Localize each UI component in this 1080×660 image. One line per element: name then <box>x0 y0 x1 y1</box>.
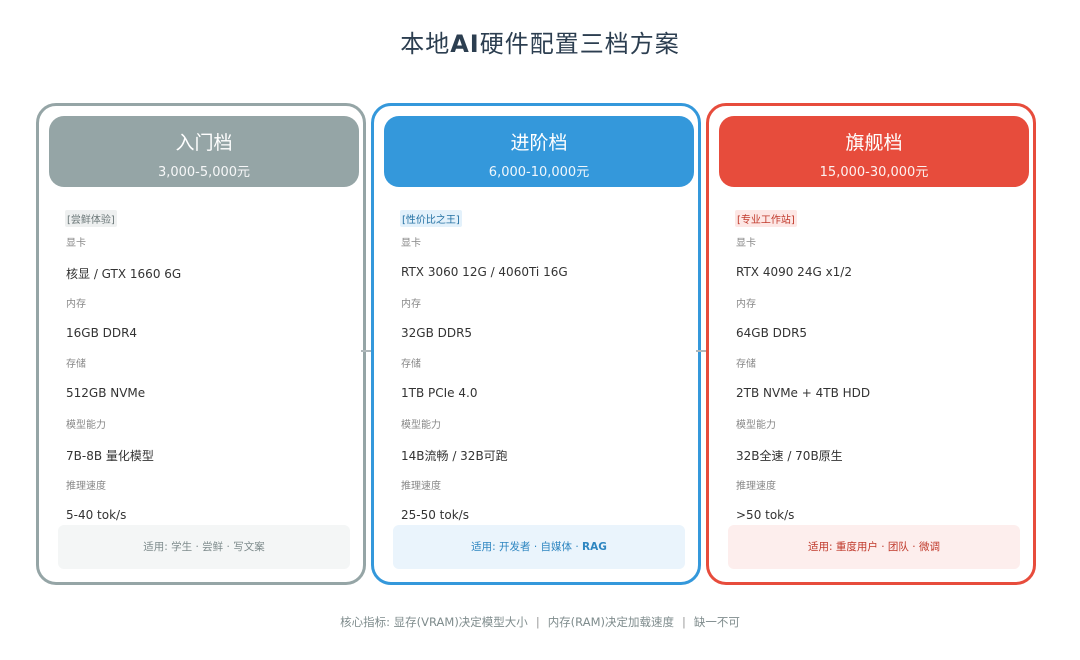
tier-footer: 适用: 重度用户 · 团队 · 微调 <box>728 525 1020 569</box>
bottom-note: 核心指标: 显存(VRAM)决定模型大小 | 内存(RAM)决定加载速度 | 缺一不可 <box>0 614 1080 630</box>
spec-value: 14B流畅 / 32B可跑 <box>401 449 508 463</box>
spec-gpu: 显卡 核显 / GTX 1660 6G <box>66 234 181 282</box>
spec-speed: 推理速度 >50 tok/s <box>736 477 794 522</box>
spec-label: 显卡 <box>66 238 86 249</box>
tier-name: 进阶档 <box>510 132 568 154</box>
tier-header: 入门档 3,000-5,000元 <box>49 116 359 187</box>
spec-value: >50 tok/s <box>736 508 795 522</box>
spec-speed: 推理速度 25-50 tok/s <box>401 477 469 522</box>
spec-value: 25-50 tok/s <box>401 508 469 522</box>
spec-speed: 推理速度 5-40 tok/s <box>66 477 126 522</box>
spec-label: 模型能力 <box>401 420 441 431</box>
title-emphasis: AI <box>450 30 480 58</box>
spec-ram: 内存 32GB DDR5 <box>401 295 472 340</box>
tier-footer: 适用: 学生 · 尝鲜 · 写文案 <box>58 525 350 569</box>
spec-storage: 存储 512GB NVMe <box>66 355 145 400</box>
spec-value: 32GB DDR5 <box>401 326 473 340</box>
spec-value: 核显 / GTX 1660 6G <box>66 267 182 281</box>
spec-label: 显卡 <box>401 238 421 249</box>
tier-price: 15,000-30,000元 <box>819 165 929 180</box>
note-part: 内存(RAM)决定加载速度 <box>547 615 674 629</box>
spec-label: 推理速度 <box>736 481 776 492</box>
title-prefix: 本地 <box>400 30 451 58</box>
tier-name: 入门档 <box>175 132 233 154</box>
diagram-title: 本地AI硬件配置三档方案 <box>0 24 1080 59</box>
spec-model: 模型能力 14B流畅 / 32B可跑 <box>401 416 508 464</box>
spec-value: 16GB DDR4 <box>66 326 138 340</box>
tier-price: 3,000-5,000元 <box>157 165 251 180</box>
note-separator: | <box>681 615 686 629</box>
spec-value: 7B-8B 量化模型 <box>66 449 154 463</box>
tier-card-flagship: 旗舰档 15,000-30,000元 [专业工作站] 显卡 RTX 4090 2… <box>706 103 1036 585</box>
spec-value: RTX 4090 24G x1/2 <box>736 265 852 279</box>
spec-label: 内存 <box>401 299 421 310</box>
spec-model: 模型能力 7B-8B 量化模型 <box>66 416 154 464</box>
footer-text: 适用: 开发者 · 自媒体 · <box>471 541 583 553</box>
spec-value: 64GB DDR5 <box>736 326 808 340</box>
tier-header: 旗舰档 15,000-30,000元 <box>719 116 1029 187</box>
spec-label: 推理速度 <box>66 481 106 492</box>
spec-label: 存储 <box>401 359 421 370</box>
spec-label: 存储 <box>736 359 756 370</box>
tier-card-advanced: 进阶档 6,000-10,000元 [性价比之王] 显卡 RTX 3060 12… <box>371 103 701 585</box>
spec-ram: 内存 16GB DDR4 <box>66 295 137 340</box>
spec-value: RTX 3060 12G / 4060Ti 16G <box>401 265 568 279</box>
spec-label: 模型能力 <box>66 420 106 431</box>
tier-price: 6,000-10,000元 <box>488 165 590 180</box>
spec-value: 2TB NVMe + 4TB HDD <box>736 386 871 400</box>
spec-storage: 存储 1TB PCIe 4.0 <box>401 355 477 400</box>
tier-tag: [尝鲜体验] <box>65 210 117 227</box>
spec-label: 内存 <box>736 299 756 310</box>
footer-bold: RAG <box>582 541 607 553</box>
spec-label: 模型能力 <box>736 420 776 431</box>
note-part: 缺一不可 <box>693 615 740 629</box>
spec-value: 1TB PCIe 4.0 <box>401 386 478 400</box>
spec-value: 512GB NVMe <box>66 386 146 400</box>
spec-value: 32B全速 / 70B原生 <box>736 449 843 463</box>
title-suffix: 硬件配置三档方案 <box>479 30 680 58</box>
spec-gpu: 显卡 RTX 4090 24G x1/2 <box>736 234 852 279</box>
tier-name: 旗舰档 <box>845 132 903 154</box>
spec-gpu: 显卡 RTX 3060 12G / 4060Ti 16G <box>401 234 568 279</box>
spec-value: 5-40 tok/s <box>66 508 127 522</box>
spec-model: 模型能力 32B全速 / 70B原生 <box>736 416 843 464</box>
tier-card-entry: 入门档 3,000-5,000元 [尝鲜体验] 显卡 核显 / GTX 1660… <box>36 103 366 585</box>
tier-tag: [专业工作站] <box>735 210 797 227</box>
note-part: 核心指标: 显存(VRAM)决定模型大小 <box>340 615 528 629</box>
tier-footer: 适用: 开发者 · 自媒体 · RAG <box>393 525 685 569</box>
spec-ram: 内存 64GB DDR5 <box>736 295 807 340</box>
spec-label: 推理速度 <box>401 481 441 492</box>
spec-label: 存储 <box>66 359 86 370</box>
note-separator: | <box>535 615 540 629</box>
spec-label: 内存 <box>66 299 86 310</box>
spec-label: 显卡 <box>736 238 756 249</box>
spec-storage: 存储 2TB NVMe + 4TB HDD <box>736 355 870 400</box>
tier-header: 进阶档 6,000-10,000元 <box>384 116 694 187</box>
tier-tag: [性价比之王] <box>400 210 462 227</box>
